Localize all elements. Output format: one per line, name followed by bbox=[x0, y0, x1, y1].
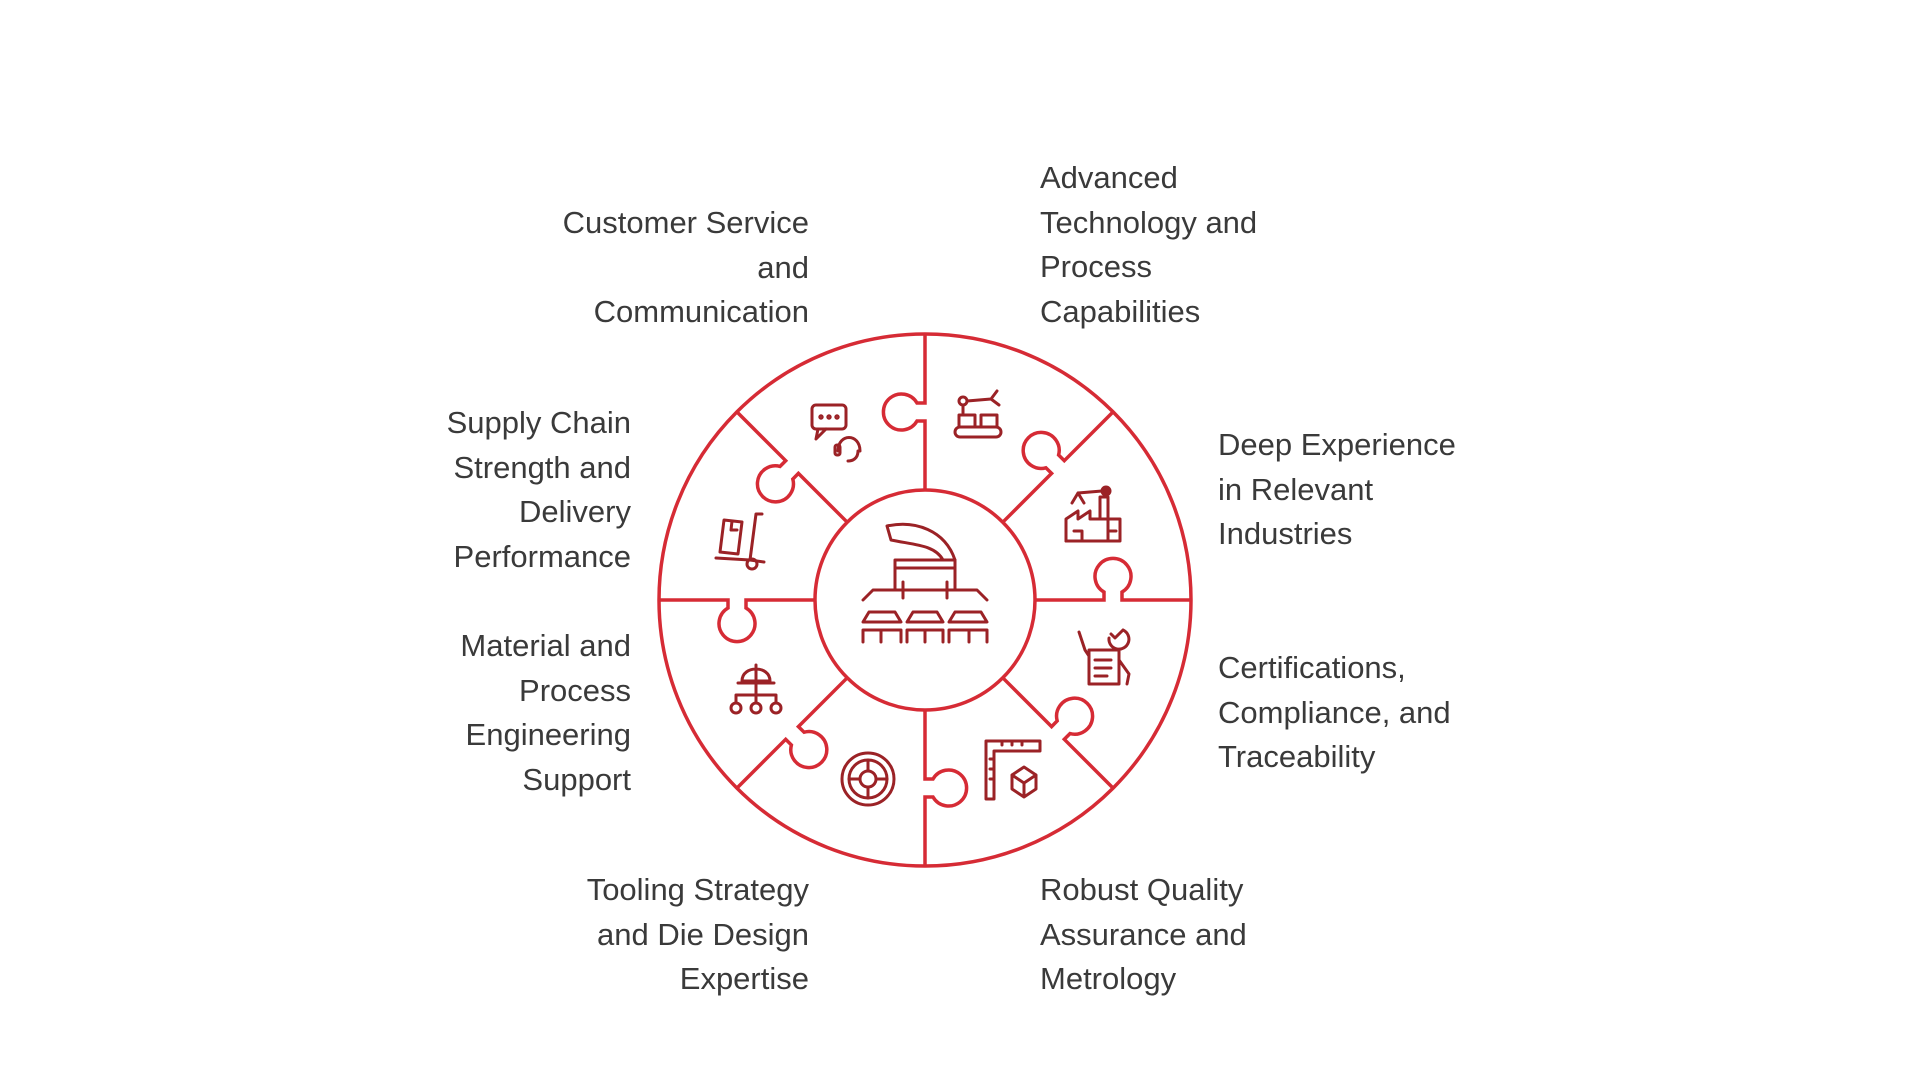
chat-headset-icon bbox=[810, 403, 862, 463]
label-line: Industries bbox=[1218, 516, 1353, 551]
puzzle-divider bbox=[659, 598, 815, 644]
label-line: Support bbox=[522, 761, 631, 797]
label-line: Delivery bbox=[519, 494, 631, 529]
label-line: Customer Service bbox=[562, 205, 809, 240]
puzzle-divider bbox=[735, 676, 849, 790]
label-line: and bbox=[757, 249, 809, 285]
center-icon bbox=[861, 522, 989, 644]
puzzle-divider bbox=[923, 710, 969, 866]
label-line: Metrology bbox=[1040, 961, 1177, 996]
label-line: Engineering bbox=[465, 717, 631, 752]
label-line: Strength and bbox=[453, 449, 631, 485]
label-line: Material and bbox=[460, 628, 631, 663]
engineer-hierarchy-icon bbox=[729, 663, 783, 715]
puzzle-divider bbox=[735, 410, 849, 524]
label-line: Capabilities bbox=[1040, 293, 1201, 329]
label-line: Certifications, bbox=[1218, 650, 1406, 685]
puzzle-divider bbox=[881, 334, 927, 490]
factory-robot-arm-icon bbox=[1064, 485, 1122, 543]
label-line: Deep Experience bbox=[1218, 427, 1456, 462]
label-line: Expertise bbox=[679, 961, 809, 996]
label-line: Performance bbox=[453, 538, 631, 574]
label-line: Technology and bbox=[1040, 204, 1258, 240]
robot-conveyor-icon bbox=[953, 389, 1003, 439]
label-line: Process bbox=[519, 672, 631, 708]
label-line: Advanced bbox=[1040, 160, 1178, 195]
label-line: Process bbox=[1040, 249, 1152, 284]
inner-ring bbox=[813, 488, 1037, 712]
puzzle-divider bbox=[1001, 410, 1115, 524]
label-line: in Relevant bbox=[1218, 471, 1374, 507]
label-line: Traceability bbox=[1218, 739, 1376, 774]
hand-truck-icon bbox=[714, 512, 766, 571]
label-line: Assurance and bbox=[1040, 916, 1247, 952]
puzzle-divider bbox=[1001, 676, 1115, 790]
document-check-icon bbox=[1077, 628, 1131, 686]
die-wheel-icon bbox=[840, 751, 896, 807]
label-line: and Die Design bbox=[597, 916, 809, 952]
label-line: Communication bbox=[593, 294, 809, 329]
label-line: Compliance, and bbox=[1218, 694, 1451, 730]
ruler-cube-icon bbox=[984, 739, 1042, 801]
label-line: Supply Chain bbox=[446, 405, 631, 440]
puzzle-divider bbox=[1035, 556, 1191, 602]
label-line: Robust Quality bbox=[1040, 872, 1244, 907]
label-line: Tooling Strategy bbox=[586, 872, 809, 907]
